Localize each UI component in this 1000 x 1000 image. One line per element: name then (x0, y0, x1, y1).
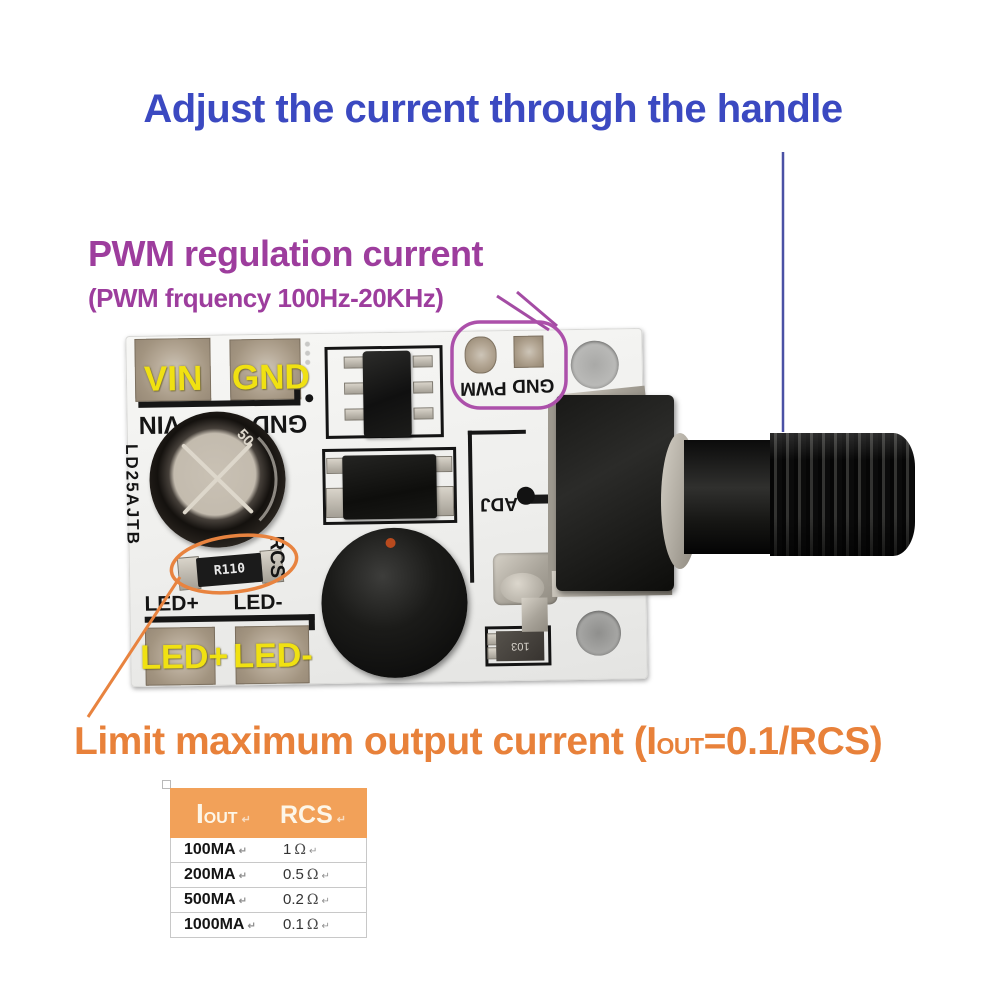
ohm-symbol: Ω (306, 892, 319, 908)
table-header-row: IOUT↵ RCS↵ (170, 788, 367, 838)
return-mark-icon: ↵ (241, 814, 251, 826)
return-mark-icon: ↵ (238, 871, 247, 882)
ohm-symbol: Ω (306, 917, 319, 933)
sot23-pin (413, 381, 434, 394)
pwm-heading: PWM regulation current (88, 233, 484, 274)
return-mark-icon: ↵ (308, 846, 318, 857)
title-adjust-current: Adjust the current through the handle (143, 87, 843, 131)
limit-heading-suffix: =0.1/RCS) (703, 720, 883, 763)
silkscreen-line-corner (308, 614, 315, 631)
silkscreen-line (144, 614, 315, 623)
silkscreen-line (467, 429, 526, 435)
silkscreen-line (138, 399, 301, 408)
return-mark-icon: ↵ (238, 846, 247, 857)
led-plus-label: LED+ (140, 637, 229, 677)
power-diode-mark (385, 537, 396, 549)
iout-cell: 200MA↵ (184, 866, 247, 883)
return-mark-icon: ↵ (321, 871, 330, 882)
return-mark-icon: ↵ (321, 896, 330, 907)
sot23-pin (412, 355, 433, 368)
pwm-gnd-pad (513, 335, 544, 368)
power-diode (320, 526, 469, 680)
led-minus-silkscreen: LED- (233, 590, 283, 615)
sot23-pin (344, 382, 365, 395)
table-handle (162, 780, 171, 789)
smd-component (342, 454, 438, 520)
resistor-body: R110 (195, 552, 264, 588)
pot-bracket-leg (521, 597, 548, 632)
iout-subscript: OUT (656, 733, 705, 759)
pwm-callout-lines (496, 290, 558, 332)
adj-silkscreen: ADJ (479, 492, 519, 515)
pwm-silkscreen: PWM (459, 377, 507, 399)
iout-cell: 1000MA↵ (184, 916, 256, 933)
sot23-pin (343, 356, 364, 369)
mounting-hole-top (570, 340, 620, 390)
rcs-header: RCS↵ (280, 801, 347, 829)
fiducial-dots (304, 341, 311, 366)
potentiometer-shaft (684, 440, 780, 554)
pwm-subheading: (PWM frquency 100Hz-20KHz) (88, 283, 444, 313)
part-code-label: LD25AJTB (121, 443, 143, 547)
return-mark-icon: ↵ (321, 921, 330, 932)
iout-cell: 500MA↵ (184, 891, 247, 908)
sot23-pin (344, 408, 365, 421)
potentiometer-knob (770, 433, 915, 556)
rcs-silkscreen: RCS (265, 535, 289, 579)
silkscreen-dot (305, 394, 314, 403)
electrolytic-capacitor: 50 (148, 410, 287, 549)
return-mark-icon: ↵ (238, 896, 247, 907)
iout-cell: 100MA↵ (184, 841, 247, 858)
cap-ring-highlight (156, 418, 279, 541)
sot23-transistor (362, 350, 412, 438)
iout-header: IOUT↵ (196, 798, 251, 829)
pwm-gnd-silkscreen: GND (511, 374, 555, 397)
led-minus-label: LED- (233, 636, 313, 676)
ohm-symbol: Ω (294, 842, 306, 858)
return-mark-icon: ↵ (247, 921, 256, 932)
limit-heading-prefix: Limit maximum output current ( (74, 720, 647, 763)
limit-heading: Limit maximum output current (IOUT=0.1/R… (74, 720, 883, 764)
vin-label: VIN (143, 358, 203, 399)
led-plus-silkscreen: LED+ (144, 591, 199, 616)
potentiometer-body (556, 395, 674, 591)
pwm-pad (464, 336, 497, 374)
silkscreen-line-corner (294, 389, 301, 406)
sot23-pin (413, 407, 434, 420)
ohm-symbol: Ω (306, 867, 319, 883)
return-mark-icon: ↵ (336, 814, 347, 826)
mounting-hole-bottom (575, 610, 622, 657)
iout-symbol: I (646, 720, 657, 763)
smd103-resistor: 103 (495, 630, 545, 662)
silkscreen-line (467, 430, 475, 583)
